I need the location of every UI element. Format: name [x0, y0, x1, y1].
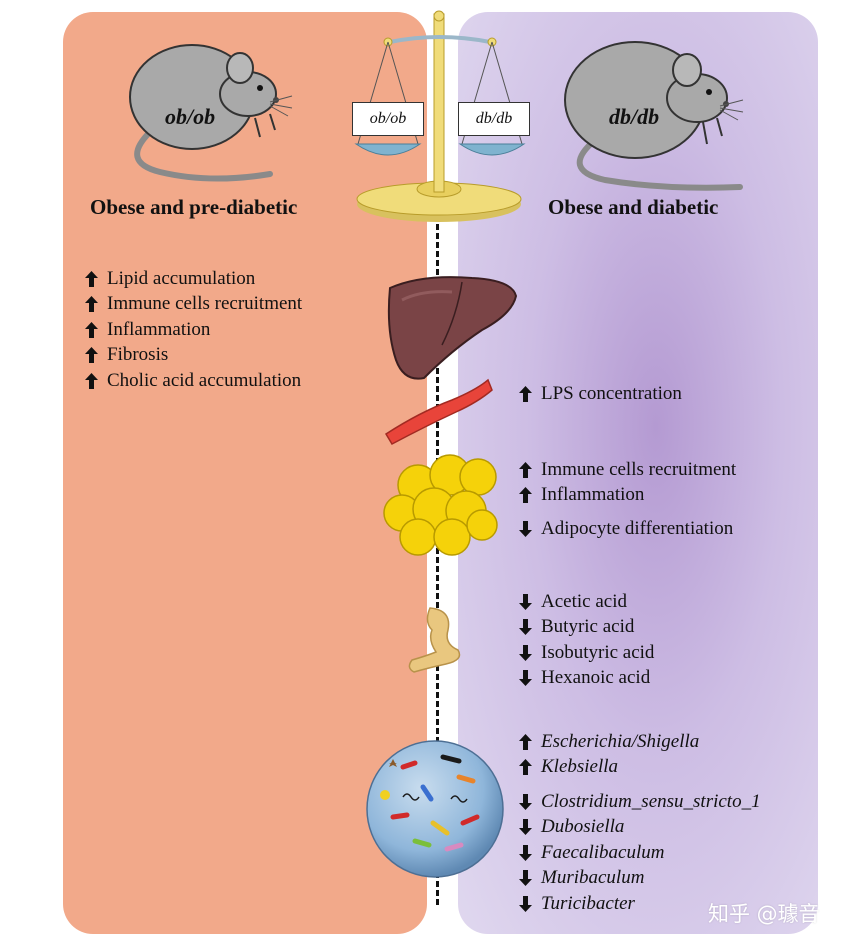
effect-item: Immune cells recruitment [84, 292, 302, 318]
effect-text: Klebsiella [541, 756, 619, 778]
arrow-up-icon [85, 296, 98, 313]
arrow-down-icon [519, 870, 532, 887]
effect-text: Hexanoic acid [541, 667, 651, 689]
arrow-up-icon [519, 461, 532, 478]
arrow-up-icon [85, 347, 98, 364]
effect-text: Adipocyte differentiation [541, 517, 734, 539]
effect-text: Immune cells recruitment [541, 458, 737, 480]
effect-text: Isobutyric acid [541, 641, 655, 663]
left-panel [63, 12, 427, 934]
effect-text: LPS concentration [541, 382, 682, 404]
effect-text: Turicibacter [541, 892, 635, 914]
heading-left: Obese and pre-diabetic [90, 195, 298, 219]
arrow-up-icon [85, 321, 98, 338]
vessel-effects-list: LPS concentration [518, 381, 682, 407]
effect-item: Acetic acid [518, 589, 654, 615]
arrow-down-icon [519, 844, 532, 861]
effect-text: Clostridium_sensu_stricto_1 [541, 790, 761, 812]
watermark: 知乎 @璩音 [708, 902, 820, 926]
effect-text: Butyric acid [541, 616, 635, 638]
effect-item: Dubosiella [518, 815, 761, 841]
effect-text: Cholic acid accumulation [107, 369, 302, 391]
effect-item: Escherichia/Shigella [518, 729, 761, 755]
arrow-up-icon [519, 487, 532, 504]
mouse-label-left: ob/ob [165, 104, 216, 129]
effect-item: Inflammation [518, 483, 736, 509]
dashed-divider [436, 215, 439, 905]
mouse-label-right: db/db [609, 104, 660, 129]
arrow-down-icon [519, 819, 532, 836]
effect-text: Inflammation [107, 318, 211, 340]
arrow-up-icon [85, 270, 98, 287]
effect-text: Lipid accumulation [107, 267, 256, 289]
arrow-down-icon [519, 593, 532, 610]
balance-scale-icon [354, 10, 526, 222]
arrow-up-icon [519, 385, 532, 402]
effect-item: Faecalibaculum [518, 840, 761, 866]
arrow-down-icon [519, 619, 532, 636]
effect-item: Fibrosis [84, 343, 302, 369]
arrow-up-icon [85, 372, 98, 389]
effect-item: Lipid accumulation [84, 266, 302, 292]
scale-plate-right-label: db/db [458, 102, 530, 136]
arrow-down-icon [519, 644, 532, 661]
effect-text: Acetic acid [541, 590, 627, 612]
right-panel [458, 12, 818, 934]
effect-item: Inflammation [84, 317, 302, 343]
effect-item: Muribaculum [518, 866, 761, 892]
arrow-down-icon [519, 895, 532, 912]
effect-text: Dubosiella [541, 816, 625, 838]
effect-text: Faecalibaculum [541, 841, 665, 863]
effect-item: Butyric acid [518, 615, 654, 641]
heading-right: Obese and diabetic [548, 195, 719, 219]
adipose-tissue-icon [383, 454, 498, 556]
effect-text: Fibrosis [107, 344, 169, 366]
arrow-down-icon [519, 670, 532, 687]
intestine-icon [408, 607, 461, 673]
arrow-up-icon [519, 733, 532, 750]
mouse-db-icon [564, 41, 744, 191]
effect-text: Inflammation [541, 484, 645, 506]
microbiota-sphere-icon [366, 740, 504, 878]
effect-item: Cholic acid accumulation [84, 368, 302, 394]
effect-item: Adipocyte differentiation [518, 516, 736, 542]
scale-plate-left-label: ob/ob [352, 102, 424, 136]
arrow-down-icon [519, 520, 532, 537]
effect-item: Immune cells recruitment [518, 457, 736, 483]
effect-item: Hexanoic acid [518, 666, 654, 692]
effect-item: Klebsiella [518, 755, 761, 781]
effect-text: Muribaculum [541, 867, 645, 889]
liver-icon [387, 276, 518, 380]
blood-vessel-icon [384, 378, 493, 445]
effect-item: Turicibacter [518, 891, 761, 917]
effect-item: LPS concentration [518, 381, 682, 407]
effect-text: Escherichia/Shigella [541, 730, 700, 752]
arrow-up-icon [519, 759, 532, 776]
effect-text: Immune cells recruitment [107, 293, 303, 315]
mouse-ob-icon [129, 44, 293, 182]
effect-item: Isobutyric acid [518, 640, 654, 666]
effect-item: Clostridium_sensu_stricto_1 [518, 789, 761, 815]
arrow-down-icon [519, 793, 532, 810]
